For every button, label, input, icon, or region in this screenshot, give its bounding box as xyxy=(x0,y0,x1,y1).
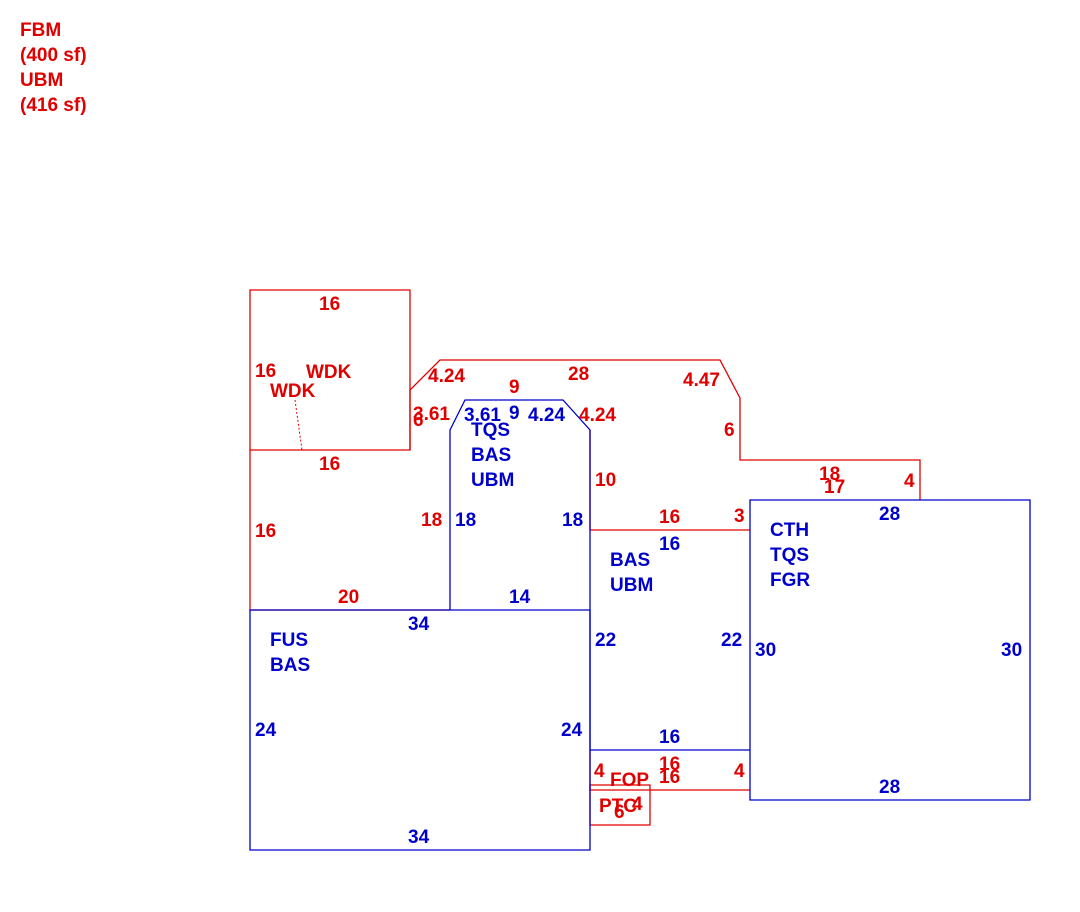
area-label-tqs: TQS xyxy=(471,420,510,441)
dimension-label: 28 xyxy=(568,364,589,385)
dimension-label: 22 xyxy=(595,630,616,651)
dimension-label: 24 xyxy=(561,720,583,741)
dimension-label: 24 xyxy=(255,720,277,741)
area-label-ubm: UBM xyxy=(610,575,653,596)
dimension-label: 16 xyxy=(659,534,680,555)
area-label-ubm: UBM xyxy=(471,470,514,491)
dimension-label: 16 xyxy=(659,767,680,788)
area-label-wdk: WDK xyxy=(306,362,352,383)
dimension-label: 10 xyxy=(595,470,616,491)
dimension-label: 28 xyxy=(879,504,900,525)
dimension-label: 4.24 xyxy=(528,405,565,426)
area-label-bas: BAS xyxy=(471,445,511,466)
dimension-label: 4 xyxy=(734,761,745,782)
dimension-label: 16 xyxy=(659,727,680,748)
dimension-label: 30 xyxy=(755,640,776,661)
dimension-label: 14 xyxy=(509,587,531,608)
dimension-label: 6 xyxy=(413,410,424,431)
garage-outline xyxy=(749,499,1031,801)
dimension-label: 9 xyxy=(509,377,520,398)
legend-line: (416 sf) xyxy=(20,95,87,116)
area-label-ptc: PTC xyxy=(599,796,637,817)
dimension-label: 4 xyxy=(594,761,605,782)
tqs-outline xyxy=(449,399,591,750)
dimension-label: 6 xyxy=(614,802,625,823)
dimension-label: 4.24 xyxy=(579,405,616,426)
lower-wdk-outline xyxy=(249,450,450,611)
dimension-label: 18 xyxy=(421,510,442,531)
dimension-label: 30 xyxy=(1001,640,1022,661)
area-label-wdk: WDK xyxy=(270,381,316,402)
dimension-label: 16 xyxy=(319,454,340,475)
dimension-label: 28 xyxy=(879,777,900,798)
dimension-label: 4 xyxy=(904,471,915,492)
area-label-fop: FOP xyxy=(610,770,649,791)
area-label-fus: FUS xyxy=(270,630,308,651)
dimension-label: 3.61 xyxy=(464,405,501,426)
area-label-fgr: FGR xyxy=(770,570,810,591)
dimension-label: 16 xyxy=(255,361,276,382)
area-label-bas: BAS xyxy=(610,550,650,571)
dimension-label: 3 xyxy=(734,506,745,527)
area-legend: FBM (400 sf) UBM (416 sf) xyxy=(20,18,87,118)
dimension-label: 16 xyxy=(255,521,276,542)
legend-line: UBM xyxy=(20,70,64,91)
wdk-divider xyxy=(294,399,303,451)
legend-line: (400 sf) xyxy=(20,45,87,66)
fbm-outline xyxy=(409,359,921,500)
dimension-label: 4 xyxy=(632,794,643,815)
dimension-label: 3.61 xyxy=(413,404,450,425)
dimension-label: 20 xyxy=(338,587,359,608)
fus-outline xyxy=(249,609,591,851)
dimension-label: 17 xyxy=(824,477,845,498)
dimension-label: 18 xyxy=(455,510,476,531)
area-label-tqs: TQS xyxy=(770,545,809,566)
dimension-label: 9 xyxy=(509,403,520,424)
area-label-cth: CTH xyxy=(770,520,809,541)
dimension-label: 4.47 xyxy=(683,370,720,391)
dimension-label: 16 xyxy=(659,754,680,775)
dimension-label: 18 xyxy=(562,510,583,531)
dimension-label: 18 xyxy=(819,464,840,485)
dimension-label: 34 xyxy=(408,614,430,635)
dimension-label: 16 xyxy=(659,507,680,528)
dimension-label: 6 xyxy=(724,420,735,441)
dimension-label: 4.24 xyxy=(428,366,465,387)
dimension-label: 22 xyxy=(721,630,742,651)
dimension-label: 16 xyxy=(319,294,340,315)
legend-line: FBM xyxy=(20,20,62,41)
area-label-bas: BAS xyxy=(270,655,310,676)
dimension-label: 34 xyxy=(408,827,430,848)
